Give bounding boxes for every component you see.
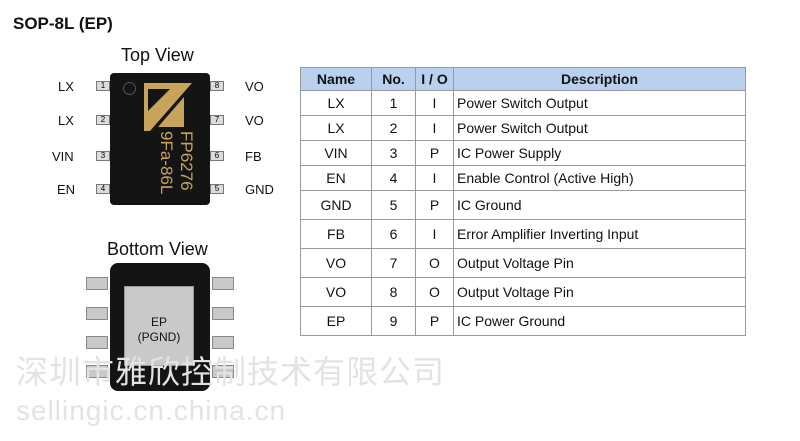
cell-io: I bbox=[415, 115, 454, 141]
cell-description: IC Ground bbox=[453, 190, 746, 220]
cell-description: Error Amplifier Inverting Input bbox=[453, 219, 746, 249]
exposed-pad-label: EP bbox=[150, 315, 167, 329]
bottom-pin bbox=[86, 365, 108, 378]
pin-number-box: 8 bbox=[210, 81, 224, 91]
bottom-pin bbox=[86, 277, 108, 290]
table-row: VO 7 O Output Voltage Pin bbox=[300, 248, 746, 278]
cell-no: 2 bbox=[371, 115, 416, 141]
cell-name: FB bbox=[300, 219, 372, 249]
bottom-pin bbox=[212, 307, 234, 320]
bottom-pin bbox=[212, 336, 234, 349]
top-view-title: Top View bbox=[121, 45, 194, 65]
cell-description: Power Switch Output bbox=[453, 115, 746, 141]
cell-io: O bbox=[415, 248, 454, 278]
pin-label-right: VO bbox=[245, 79, 264, 94]
cell-io: P bbox=[415, 140, 454, 166]
bottom-pin bbox=[86, 307, 108, 320]
watermark-url: sellingic.cn.china.cn bbox=[16, 395, 287, 426]
bottom-pin bbox=[212, 277, 234, 290]
exposed-pad-net: (PGND) bbox=[137, 330, 181, 344]
cell-no: 6 bbox=[371, 219, 416, 249]
pin-number-box: 6 bbox=[210, 151, 224, 161]
cell-name: VO bbox=[300, 277, 372, 307]
pin1-marker bbox=[123, 82, 136, 95]
table-row: VIN 3 P IC Power Supply bbox=[300, 140, 746, 166]
cell-name: VIN bbox=[300, 140, 372, 166]
header-io: I / O bbox=[415, 67, 454, 91]
table-header-row: Name No. I / O Description bbox=[300, 67, 746, 91]
cell-io: P bbox=[415, 306, 454, 336]
cell-name: VO bbox=[300, 248, 372, 278]
table-row: EN 4 I Enable Control (Active High) bbox=[300, 165, 746, 191]
cell-no: 1 bbox=[371, 90, 416, 116]
chip-marking-text: FP6276 9Fa-86L bbox=[146, 131, 198, 197]
bottom-view-title: Bottom View bbox=[107, 239, 208, 259]
bottom-pin bbox=[86, 336, 108, 349]
marking-line-lot-code: 9Fa-86L bbox=[157, 131, 176, 195]
pin-number-box: 5 bbox=[210, 184, 224, 194]
pin-label-left: LX bbox=[58, 79, 74, 94]
table-row: LX 1 I Power Switch Output bbox=[300, 90, 746, 116]
pin-description-table: Name No. I / O Description LX 1 I Power … bbox=[300, 67, 746, 336]
chip-bottom-body: EP (PGND) bbox=[110, 263, 210, 391]
chip-body: FP6276 9Fa-86L bbox=[110, 73, 210, 205]
pin-number-box: 7 bbox=[210, 115, 224, 125]
pin-number-box: 3 bbox=[96, 151, 110, 161]
cell-description: Output Voltage Pin bbox=[453, 277, 746, 307]
table-row: VO 8 O Output Voltage Pin bbox=[300, 277, 746, 307]
cell-description: Output Voltage Pin bbox=[453, 248, 746, 278]
watermark-company: 深圳市雅欣控制技术有限公司 bbox=[16, 354, 446, 390]
header-description: Description bbox=[453, 67, 746, 91]
cell-name: EP bbox=[300, 306, 372, 336]
table-row: EP 9 P IC Power Ground bbox=[300, 306, 746, 336]
cell-name: LX bbox=[300, 90, 372, 116]
cell-io: O bbox=[415, 277, 454, 307]
cell-description: Enable Control (Active High) bbox=[453, 165, 746, 191]
pin-label-left: LX bbox=[58, 113, 74, 128]
table-row: FB 6 I Error Amplifier Inverting Input bbox=[300, 219, 746, 249]
pin-label-right: GND bbox=[245, 182, 274, 197]
pin-label-left: EN bbox=[57, 182, 76, 197]
cell-name: LX bbox=[300, 115, 372, 141]
cell-no: 7 bbox=[371, 248, 416, 278]
cell-no: 3 bbox=[371, 140, 416, 166]
cell-description: IC Power Supply bbox=[453, 140, 746, 166]
table-row: GND 5 P IC Ground bbox=[300, 190, 746, 220]
cell-no: 5 bbox=[371, 190, 416, 220]
cell-io: I bbox=[415, 165, 454, 191]
pin-number-box: 2 bbox=[96, 115, 110, 125]
cell-no: 4 bbox=[371, 165, 416, 191]
bottom-pin bbox=[212, 365, 234, 378]
cell-no: 9 bbox=[371, 306, 416, 336]
cell-name: EN bbox=[300, 165, 372, 191]
table-row: LX 2 I Power Switch Output bbox=[300, 115, 746, 141]
cell-io: I bbox=[415, 219, 454, 249]
pin-label-right: VO bbox=[245, 113, 264, 128]
pin-label-left: VIN bbox=[52, 149, 74, 164]
chip-marking: FP6276 9Fa-86L bbox=[144, 83, 198, 199]
header-no: No. bbox=[371, 67, 416, 91]
cell-io: I bbox=[415, 90, 454, 116]
pin-label-right: FB bbox=[245, 149, 262, 164]
cell-no: 8 bbox=[371, 277, 416, 307]
package-title: SOP-8L (EP) bbox=[13, 14, 113, 33]
cell-description: IC Power Ground bbox=[453, 306, 746, 336]
cell-description: Power Switch Output bbox=[453, 90, 746, 116]
pin-number-box: 4 bbox=[96, 184, 110, 194]
header-name: Name bbox=[300, 67, 372, 91]
pin-number-box: 1 bbox=[96, 81, 110, 91]
cell-name: GND bbox=[300, 190, 372, 220]
cell-io: P bbox=[415, 190, 454, 220]
marking-line-part-number: FP6276 bbox=[177, 131, 196, 191]
manufacturer-logo-icon bbox=[144, 83, 192, 131]
exposed-pad: EP (PGND) bbox=[124, 286, 194, 366]
